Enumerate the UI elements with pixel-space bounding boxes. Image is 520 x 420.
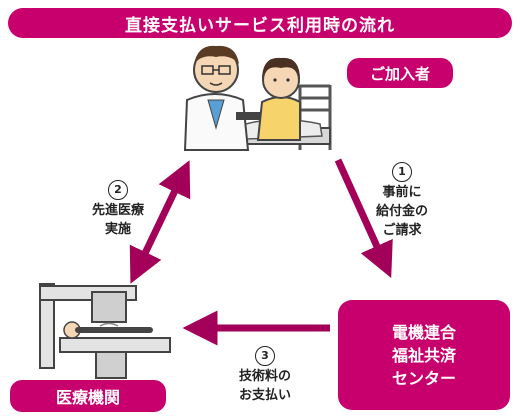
fund-line-1: 電機連合 [391,322,456,342]
medical-machine-illustration [39,283,171,379]
doctor-illustration [183,45,264,151]
fund-center-box: 電機連合 福祉共済 センター [338,300,510,410]
patient-illustration [256,57,301,141]
step-1-line-1: 事前に [382,185,422,200]
step-2-line-2: 実施 [104,222,131,237]
flow-title: 直接支払いサービス利用時の流れ [8,8,512,38]
step-3-line-2: お支払い [238,388,291,403]
step-2-number: 2 [108,180,128,200]
step-1-line-3: ご請求 [382,223,422,238]
member-label: ご加入者 [347,58,453,88]
step-2-line-1: 先進医療 [91,203,144,218]
step-1-number: 1 [392,162,412,182]
fund-line-3: センター [391,368,456,388]
step-3-number: 3 [255,346,275,366]
step-3-line-1: 技術料の [238,369,291,384]
step-2-label: 2 先進医療 実施 [76,180,160,239]
medical-institution-label: 医療機関 [10,380,166,412]
step-1-line-2: 給付金の [375,204,428,219]
step-1-label: 1 事前に 給付金の ご請求 [362,162,442,240]
step-3-label: 3 技術料の お支払い [220,346,310,405]
arrow-medical-member [129,160,191,284]
arrow-member-to-fund [334,158,393,278]
fund-line-2: 福祉共済 [391,345,456,365]
